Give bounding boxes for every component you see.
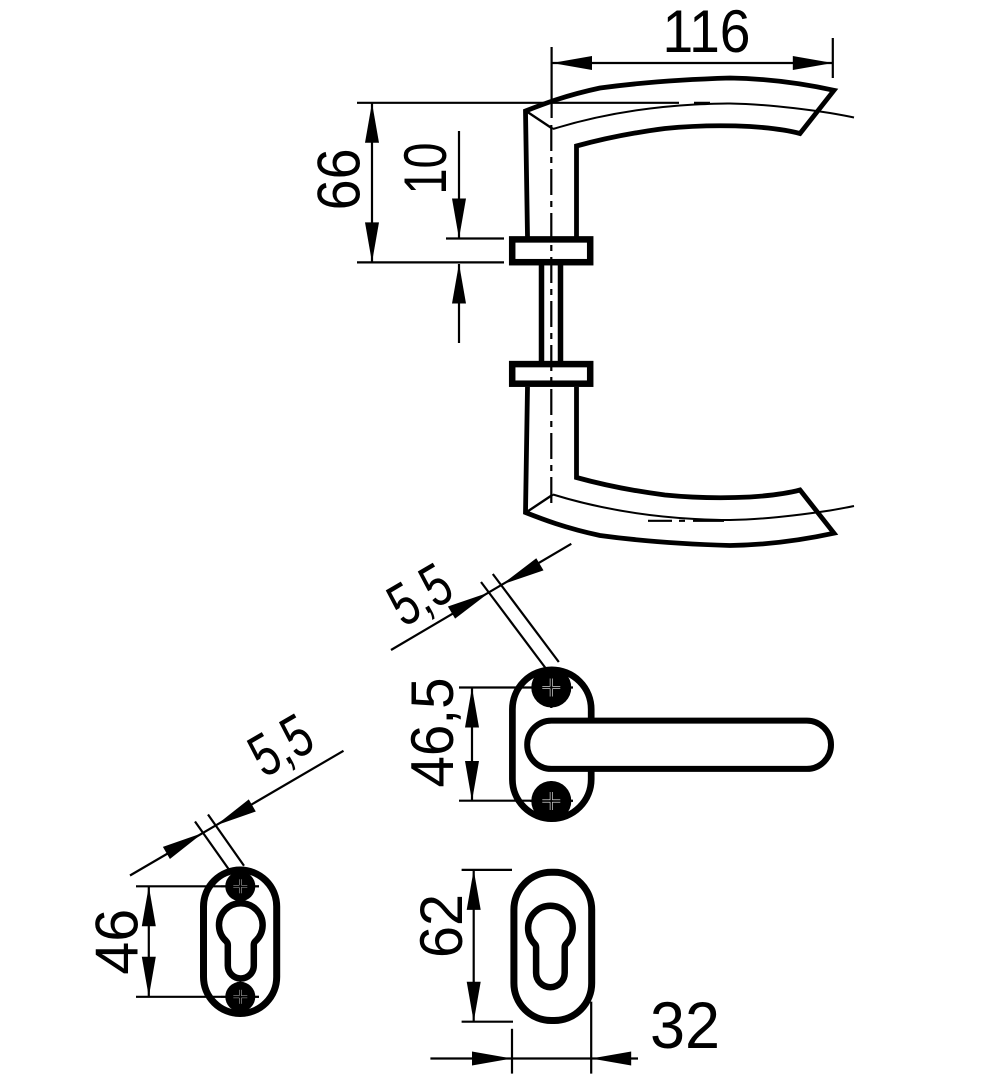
svg-text:10: 10 <box>392 143 459 195</box>
svg-text:116: 116 <box>663 0 751 65</box>
svg-text:5,5: 5,5 <box>376 550 463 639</box>
svg-text:46: 46 <box>84 909 151 975</box>
svg-text:62: 62 <box>408 894 475 958</box>
svg-text:5,5: 5,5 <box>237 701 324 790</box>
svg-text:46,5: 46,5 <box>399 678 466 788</box>
svg-text:66: 66 <box>305 148 372 210</box>
svg-text:32: 32 <box>650 988 720 1062</box>
